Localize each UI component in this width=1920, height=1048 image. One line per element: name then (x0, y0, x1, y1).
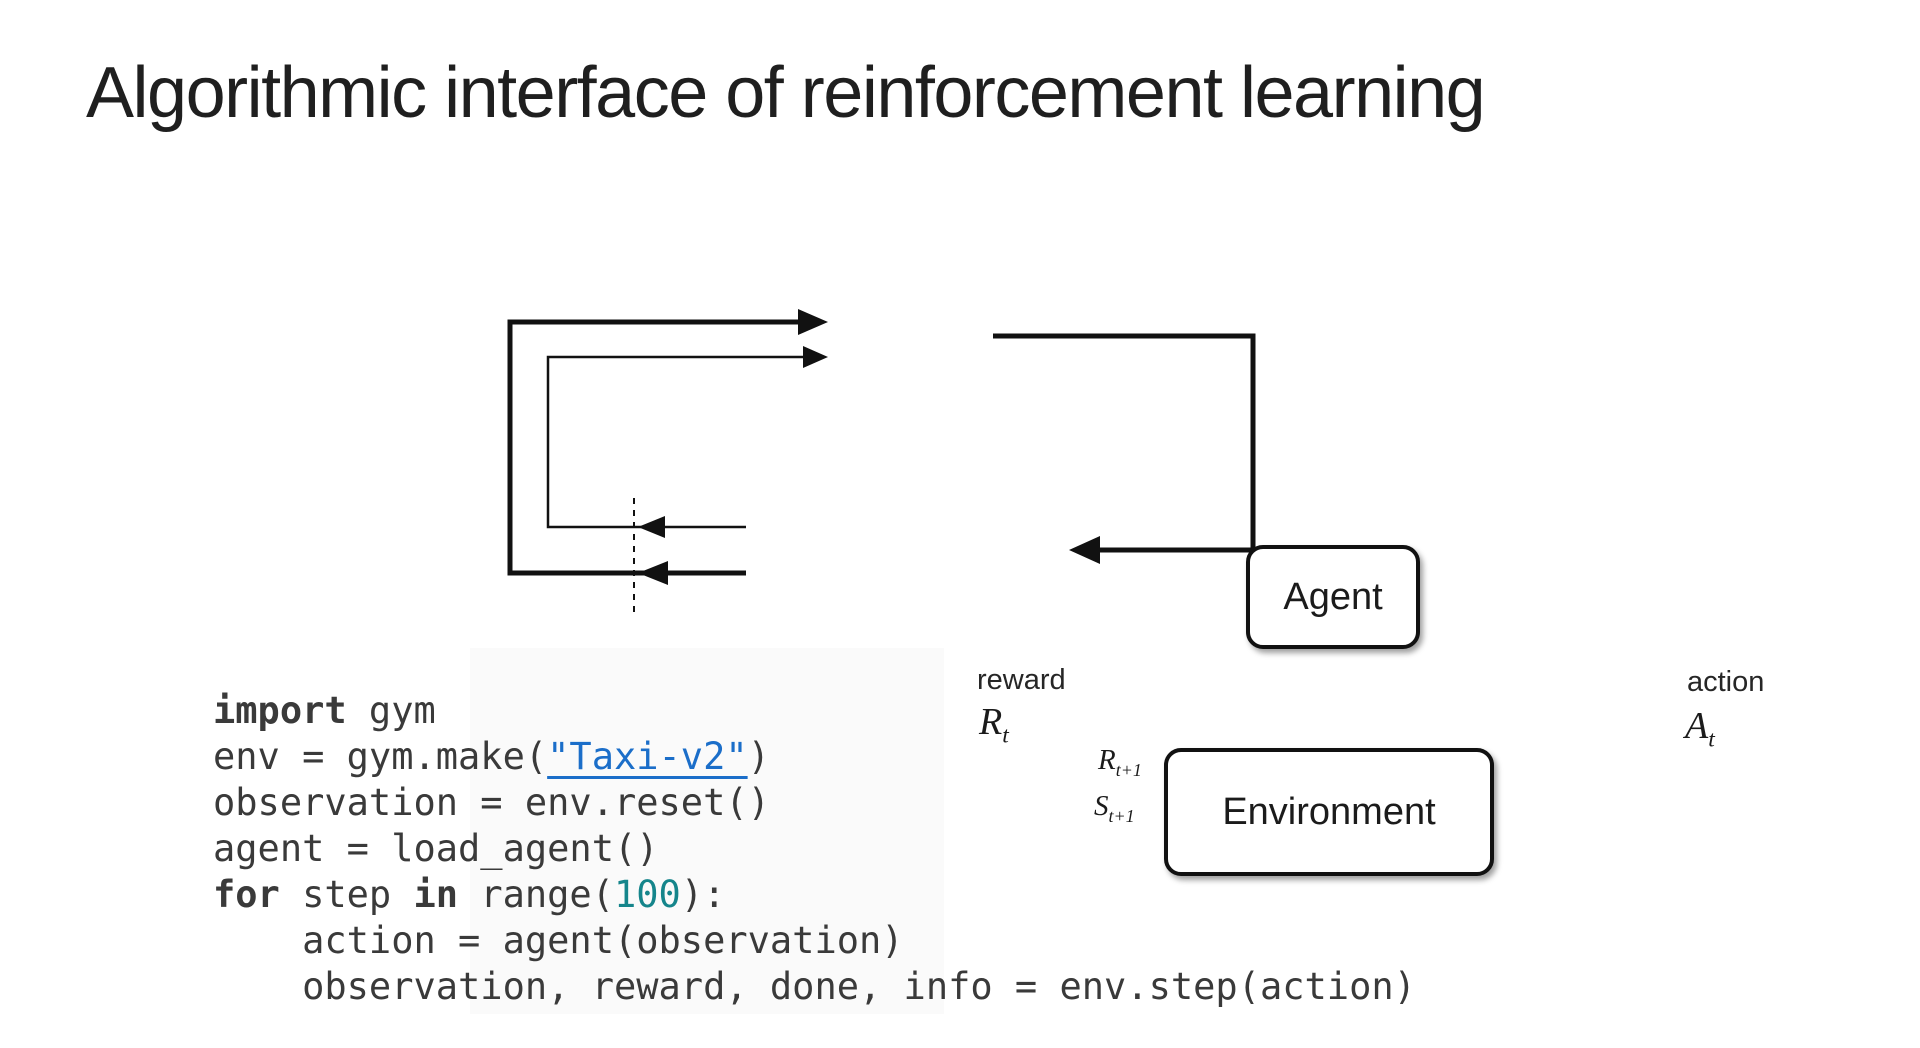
action-label: action (1687, 666, 1765, 698)
code-token: gym (346, 689, 436, 732)
reward-next-symbol: Rt+1 (1098, 744, 1142, 780)
reward-label: reward (977, 664, 1066, 696)
code-token: step (279, 873, 414, 916)
state-line (507, 319, 804, 576)
code-token: import (213, 689, 347, 732)
code-token: action = agent(observation) (213, 919, 904, 962)
code-token: range( (458, 873, 614, 916)
reward-line (546, 355, 806, 529)
code-token: observation, reward, done, info = env.st… (213, 965, 1416, 1008)
code-line: action = agent(observation) (213, 918, 1416, 964)
state-arrowhead (798, 309, 828, 335)
code-line: env = gym.make("Taxi-v2") (213, 734, 1416, 780)
code-line: agent = load_agent() (213, 826, 1416, 872)
code-background (470, 648, 944, 1014)
page-title: Algorithmic interface of reinforcement l… (86, 53, 1486, 133)
code-token: in (413, 873, 459, 916)
code-token: ) (747, 735, 770, 778)
diagram-lines (507, 309, 1256, 612)
state-next-symbol: St+1 (1094, 790, 1135, 826)
code-line: import gym (213, 688, 1416, 734)
code-token: agent = load_agent() (213, 827, 659, 870)
reward-next-arrowhead (638, 516, 665, 538)
reward-symbol: Rt (979, 701, 1009, 749)
state-next-arrowhead (638, 561, 668, 585)
code-token: ): (680, 873, 726, 916)
action-symbol: At (1685, 705, 1715, 753)
action-arrowhead (1069, 536, 1100, 564)
agent-box-label: Agent (1283, 575, 1383, 618)
rl-loop-diagram: Agent Environment state St reward Rt Rt+… (420, 258, 1764, 876)
agent-box: Agent (1246, 545, 1420, 649)
action-line (993, 333, 1256, 553)
code-token: env = gym.make( (213, 735, 548, 778)
environment-box: Environment (1164, 748, 1494, 876)
code-token: 100 (613, 873, 681, 916)
code-line: observation, reward, done, info = env.st… (213, 964, 1416, 1010)
taxi-v2-link[interactable]: "Taxi-v2" (547, 735, 748, 778)
environment-box-label: Environment (1222, 790, 1436, 833)
reward-arrowhead (803, 346, 828, 368)
code-token: for (213, 873, 280, 916)
code-token: observation = env.reset() (213, 781, 770, 824)
code-line: for step in range(100): (213, 872, 1416, 918)
code-line: observation = env.reset() (213, 780, 1416, 826)
